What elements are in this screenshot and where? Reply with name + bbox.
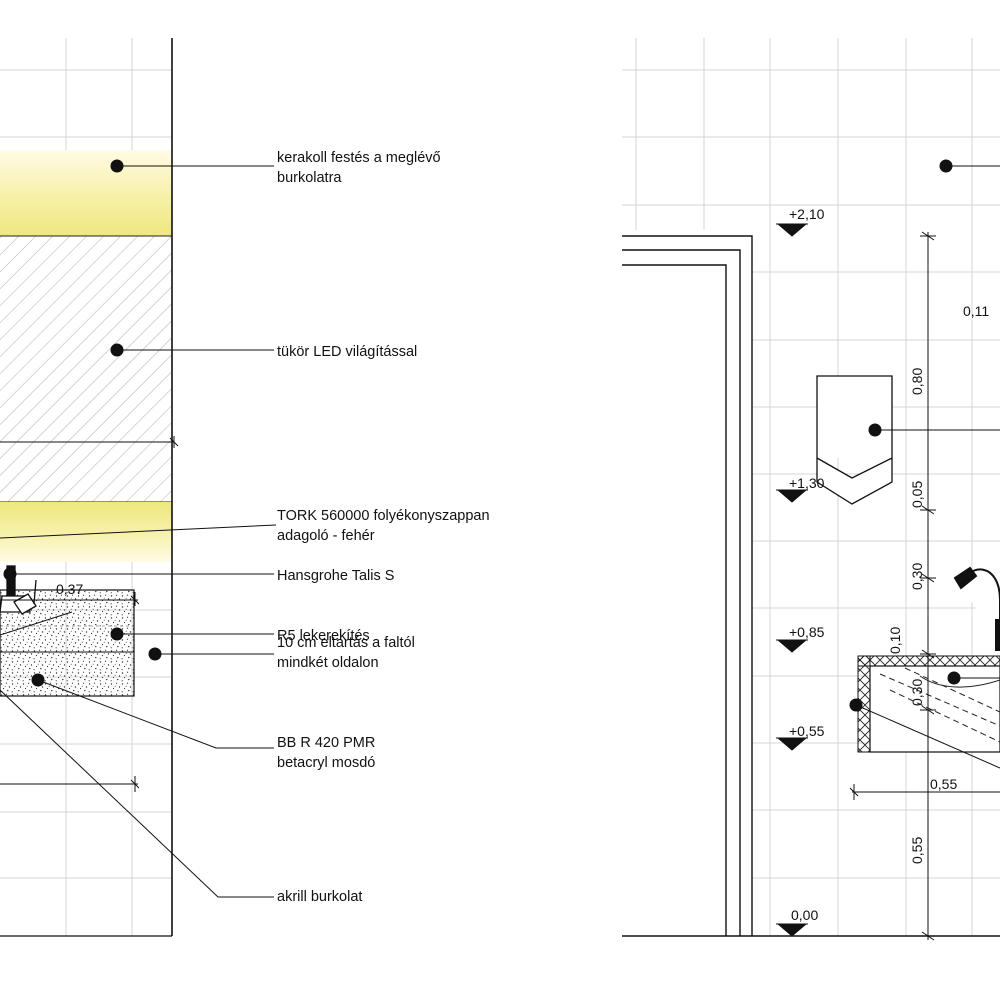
dim-005: 0,05 xyxy=(909,481,925,508)
right-dimension-labels: 0,11 0,80 0,05 0,30 0,10 0,30 0,55 0,55 xyxy=(887,303,989,864)
left-basin xyxy=(0,589,135,697)
label-cladding: akrill burkolat xyxy=(277,889,362,905)
label-faucet: Hansgrohe Talis S xyxy=(277,568,394,584)
dim-055-horizontal: 0,55 xyxy=(930,776,957,792)
vertical-dimension-chain xyxy=(849,231,1000,941)
elevation-labels: +2,10 +1,30 +0,85 +0,55 0,00 xyxy=(789,206,825,923)
dim-010: 0,10 xyxy=(887,627,903,654)
dim-080: 0,80 xyxy=(909,368,925,395)
right-faucet xyxy=(953,566,1000,651)
led-glow-bottom xyxy=(0,502,172,562)
right-basin xyxy=(857,655,1000,753)
elevation-markers xyxy=(776,223,808,937)
mirror-hatch xyxy=(0,236,172,502)
leader-dots xyxy=(3,159,162,687)
dim-055-vertical: 0,55 xyxy=(909,837,925,864)
leader-lines xyxy=(0,165,277,898)
elevation-085: +0,85 xyxy=(789,624,825,640)
soap-dispenser xyxy=(816,375,893,505)
label-rounding: R5 lekerekítés xyxy=(277,628,370,644)
elevation-000: 0,00 xyxy=(791,907,818,923)
dim-030-top: 0,30 xyxy=(909,563,925,590)
elevation-130: +1,30 xyxy=(789,475,825,491)
elevation-055: +0,55 xyxy=(789,723,825,739)
led-glow-top xyxy=(0,150,172,236)
dim-011: 0,11 xyxy=(963,303,989,319)
bottom-dimension xyxy=(0,776,140,792)
dimension-label: 0,37 xyxy=(56,581,83,597)
elevation-210: +2,10 xyxy=(789,206,825,222)
dimension-line xyxy=(0,592,140,606)
label-mirror: tükör LED világítással xyxy=(277,344,417,360)
dim-030-bottom: 0,30 xyxy=(909,679,925,706)
wall-outline xyxy=(622,235,753,936)
